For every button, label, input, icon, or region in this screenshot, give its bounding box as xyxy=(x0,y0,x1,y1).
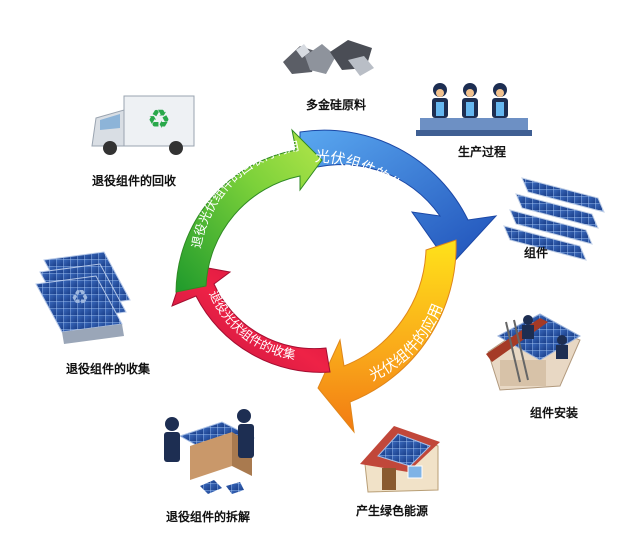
roof-install-icon xyxy=(486,313,582,391)
svg-text:♻: ♻ xyxy=(147,105,170,135)
production-arrow xyxy=(299,129,498,267)
silicon-chunks-icon xyxy=(283,40,374,76)
dismantle-workers-icon xyxy=(164,409,256,494)
recycling-truck-icon: ♻ xyxy=(91,95,195,155)
recovery-label: 退役组件的回收 xyxy=(92,174,177,188)
collection-label: 退役组件的收集 xyxy=(66,362,151,376)
house-icon xyxy=(360,426,440,493)
application-arrow xyxy=(317,239,457,434)
modules-label: 组件 xyxy=(524,246,549,260)
silicon-label: 多金硅原料 xyxy=(306,98,367,112)
green-energy-label: 产生绿色能源 xyxy=(356,504,429,518)
panel-pile-icon: ♻ xyxy=(35,251,131,344)
svg-text:♻: ♻ xyxy=(71,285,89,309)
manufacturing-label: 生产过程 xyxy=(458,145,507,159)
dismantling-label: 退役组件的拆解 xyxy=(166,510,251,524)
workers-icon xyxy=(416,83,532,136)
solar-panel-stack-icon xyxy=(503,177,605,261)
installation-label: 组件安装 xyxy=(530,406,579,420)
cycle-ring: 光伏组件的生产 光伏组件的应用 退役光伏组件的收集 退役光伏组件的回收再利用 xyxy=(171,128,498,434)
recycling-arrow xyxy=(175,128,323,293)
